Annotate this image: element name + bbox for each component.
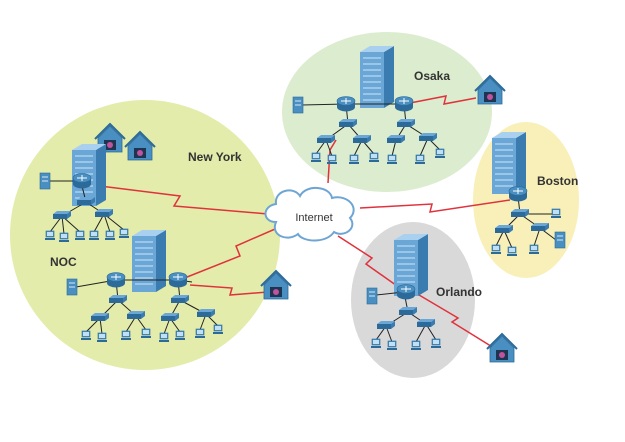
switch-icon — [317, 135, 335, 143]
pc-icon — [96, 332, 108, 343]
pc-icon — [158, 332, 170, 343]
wan-link-osaka-home — [409, 95, 477, 105]
home-office-icon — [486, 333, 518, 363]
switch-icon — [353, 135, 371, 143]
switch-icon — [197, 309, 215, 317]
new-york-site: New York — [39, 123, 242, 243]
pc-icon — [88, 230, 100, 241]
orlando-region — [351, 222, 475, 378]
router-icon — [396, 284, 416, 300]
pc-icon — [44, 230, 56, 241]
switch-icon — [53, 211, 71, 219]
boston-label: Boston — [537, 174, 578, 188]
switch-icon — [161, 313, 179, 321]
switch-icon — [95, 209, 113, 217]
pc-icon — [118, 228, 130, 239]
switch-icon — [91, 313, 109, 321]
pc-icon — [348, 154, 360, 165]
wan-link-noc-home — [189, 284, 269, 296]
pc-icon — [194, 328, 206, 339]
server-icon — [66, 278, 78, 296]
router-icon — [508, 186, 528, 202]
switch-icon — [419, 133, 437, 141]
wan-link-orlando-home — [413, 291, 495, 349]
pc-icon — [430, 338, 442, 349]
switch-icon — [531, 223, 549, 231]
router-icon — [106, 272, 126, 288]
pc-icon — [212, 324, 224, 335]
pc-icon — [120, 330, 132, 341]
pc-icon — [368, 152, 380, 163]
pc-icon — [414, 154, 426, 165]
pc-icon — [434, 148, 446, 159]
server-icon — [39, 172, 51, 190]
pc-icon — [528, 244, 540, 255]
router-icon — [168, 272, 188, 288]
server-icon — [554, 231, 566, 249]
pc-icon — [80, 330, 92, 341]
router-icon — [72, 173, 92, 189]
switch-icon — [387, 135, 405, 143]
wan-link-orlando-internet — [337, 235, 401, 289]
switch-icon — [511, 209, 529, 217]
pc-icon — [326, 154, 338, 165]
pc-icon — [310, 152, 322, 163]
internet-cloud-icon: Internet — [264, 187, 355, 242]
pc-icon — [490, 244, 502, 255]
switch-icon — [417, 319, 435, 327]
pc-icon — [506, 246, 518, 257]
switch-icon — [127, 311, 145, 319]
wan-link-boston-internet — [359, 199, 511, 213]
router-icon — [336, 96, 356, 112]
switch-icon — [109, 295, 127, 303]
switch-icon — [377, 321, 395, 329]
pc-icon — [386, 154, 398, 165]
pc-icon — [386, 340, 398, 351]
wan-link-ny-internet — [83, 183, 269, 215]
switch-icon — [495, 225, 513, 233]
building-icon — [131, 229, 167, 293]
server-icon — [366, 287, 378, 305]
orlando-site: Orlando — [366, 233, 518, 363]
osaka-label: Osaka — [414, 69, 450, 83]
boston-site: Boston — [490, 131, 578, 257]
pc-icon — [74, 230, 86, 241]
osaka-site: Osaka — [292, 45, 506, 165]
wan-link-noc-internet — [171, 225, 283, 284]
noc-label: NOC — [50, 255, 77, 269]
pc-icon — [370, 338, 382, 349]
pc-icon — [104, 230, 116, 241]
pc-icon — [410, 340, 422, 351]
noc-site: NOC — [50, 229, 292, 343]
switch-icon — [339, 119, 357, 127]
server-icon — [292, 96, 304, 114]
building-icon — [359, 45, 395, 109]
pc-icon — [58, 232, 70, 243]
building-icon — [491, 131, 527, 195]
new-york-label: New York — [188, 150, 242, 164]
orlando-label: Orlando — [436, 285, 482, 299]
internet-label: Internet — [295, 212, 332, 224]
pc-icon — [140, 328, 152, 339]
switch-icon — [77, 197, 95, 205]
pc-icon — [550, 208, 562, 219]
router-icon — [394, 96, 414, 112]
switch-icon — [171, 295, 189, 303]
switch-icon — [397, 119, 415, 127]
switch-icon — [399, 307, 417, 315]
pc-icon — [174, 330, 186, 341]
